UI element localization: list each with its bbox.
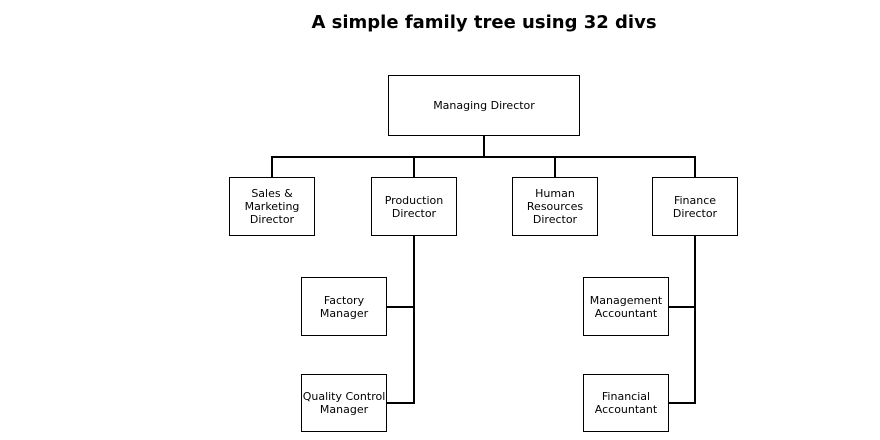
connector-stub-factory-manager <box>386 306 415 308</box>
connector-production-spine <box>413 236 415 404</box>
connector-finance-spine <box>694 236 696 404</box>
node-factory-manager: Factory Manager <box>301 277 387 336</box>
node-hr-director-label: Human Resources Director <box>526 187 584 226</box>
node-factory-manager-label: Factory Manager <box>319 293 369 320</box>
connector-stub-quality-control <box>386 402 415 404</box>
connector-drop-finance <box>694 156 696 177</box>
connector-directors-bar <box>271 156 696 158</box>
connector-drop-sales <box>271 156 273 177</box>
node-production-director-label: Production Director <box>384 193 444 220</box>
node-quality-control-manager: Quality Control Manager <box>301 374 387 432</box>
node-quality-control-manager-label: Quality Control Manager <box>302 390 386 416</box>
page-title: A simple family tree using 32 divs <box>311 12 657 33</box>
node-finance-director-label: Finance Director <box>672 193 718 220</box>
node-management-accountant: Management Accountant <box>583 277 669 336</box>
node-managing-director-label: Managing Director <box>433 99 535 112</box>
connector-stub-financial-accountant <box>668 402 696 404</box>
node-sales-marketing-director-label: Sales & Marketing Director <box>244 187 300 226</box>
node-financial-accountant: Financial Accountant <box>583 374 669 432</box>
node-finance-director: Finance Director <box>652 177 738 236</box>
node-hr-director: Human Resources Director <box>512 177 598 236</box>
connector-drop-production <box>413 156 415 177</box>
node-managing-director: Managing Director <box>388 75 580 136</box>
connector-drop-hr <box>554 156 556 177</box>
node-production-director: Production Director <box>371 177 457 236</box>
node-sales-marketing-director: Sales & Marketing Director <box>229 177 315 236</box>
connector-stub-management-accountant <box>668 306 696 308</box>
node-management-accountant-label: Management Accountant <box>589 293 663 320</box>
connector-root-drop <box>483 136 485 157</box>
node-financial-accountant-label: Financial Accountant <box>594 390 658 416</box>
